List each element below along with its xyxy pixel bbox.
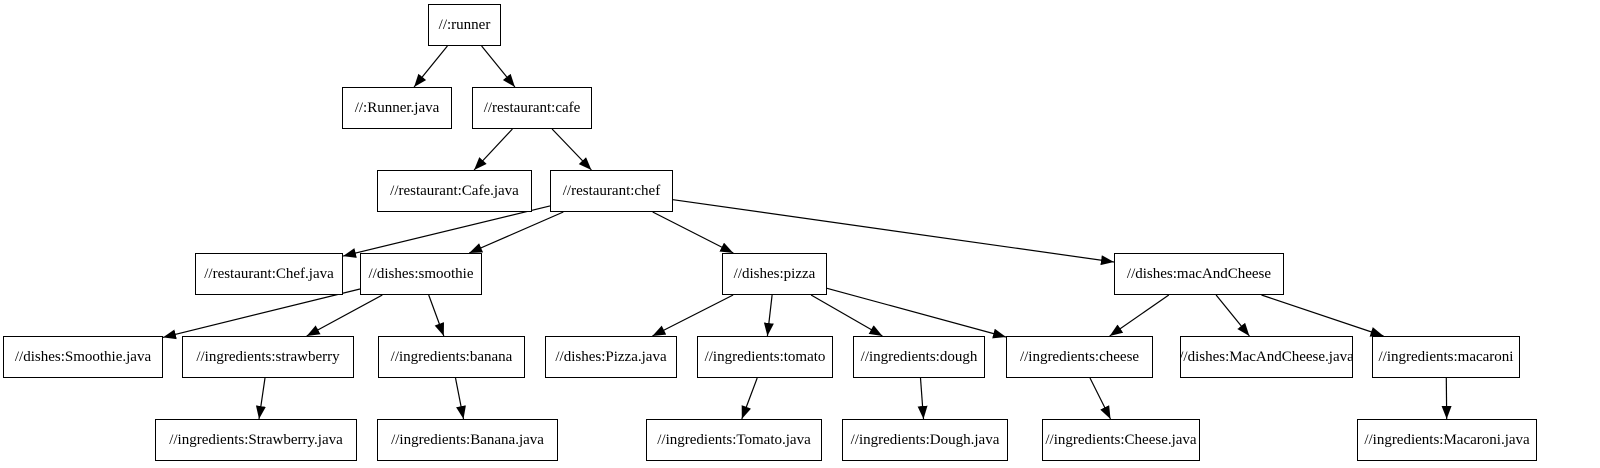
edge-cafe-to-chef [551,128,592,171]
graph-node-chef-java: //restaurant:Chef.java [195,253,343,295]
edge-dough-to-dough-java [917,377,928,420]
edge-macandcheese-to-macaroni [1261,294,1384,337]
graph-node-cafe: //restaurant:cafe [472,87,592,129]
graph-node-cheese-java: //ingredients:Cheese.java [1042,419,1200,461]
edge-chef-to-chef-java [342,205,551,258]
edge-runner-to-cafe [481,45,516,88]
graph-node-smoothie: //dishes:smoothie [360,253,482,295]
graph-node-banana-java: //ingredients:Banana.java [377,419,558,461]
edge-chef-to-macandcheese [672,199,1115,266]
edge-pizza-to-dough [810,294,883,337]
edge-pizza-to-tomato [763,294,774,337]
edge-macandcheese-to-cheese [1109,294,1170,337]
graph-node-banana: //ingredients:banana [378,336,525,378]
graph-node-smoothie-java: //dishes:Smoothie.java [3,336,163,378]
graph-node-macaroni: //ingredients:macaroni [1372,336,1520,378]
graph-node-runner: //:runner [428,4,501,46]
edge-cafe-to-cafe-java [473,128,513,171]
graph-node-cafe-java: //restaurant:Cafe.java [377,170,532,212]
edge-chef-to-pizza [652,211,734,254]
graph-node-pizza: //dishes:pizza [722,253,827,295]
graph-node-dough-java: //ingredients:Dough.java [842,419,1008,461]
graph-node-runner-java: //:Runner.java [342,87,452,129]
edge-pizza-to-cheese [826,287,1007,339]
graph-node-pizza-java: //dishes:Pizza.java [545,336,677,378]
edge-tomato-to-tomato-java [741,377,758,420]
edge-cheese-to-cheese-java [1089,377,1112,420]
edge-chef-to-smoothie [468,211,564,254]
graph-node-macandcheese-java: //dishes:MacAndCheese.java [1180,336,1353,378]
graph-node-cheese: //ingredients:cheese [1006,336,1153,378]
graph-node-chef: //restaurant:chef [550,170,673,212]
graph-node-strawberry-java: //ingredients:Strawberry.java [155,419,357,461]
graph-node-tomato: //ingredients:tomato [697,336,833,378]
graph-node-dough: //ingredients:dough [853,336,985,378]
edge-runner-to-runner-java [413,45,448,88]
edge-pizza-to-pizza-java [652,294,734,337]
edge-strawberry-to-strawberry-java [255,377,266,420]
edge-macandcheese-to-macandcheese-java [1215,294,1250,337]
edge-smoothie-to-strawberry [306,294,383,337]
edge-smoothie-to-banana [428,294,445,337]
edge-smoothie-to-smoothie-java [162,288,361,340]
graph-node-macaroni-java: //ingredients:Macaroni.java [1357,419,1537,461]
graph-node-tomato-java: //ingredients:Tomato.java [646,419,822,461]
graph-node-macandcheese: //dishes:macAndCheese [1114,253,1284,295]
graph-node-strawberry: //ingredients:strawberry [182,336,354,378]
edge-banana-to-banana-java [454,377,466,420]
